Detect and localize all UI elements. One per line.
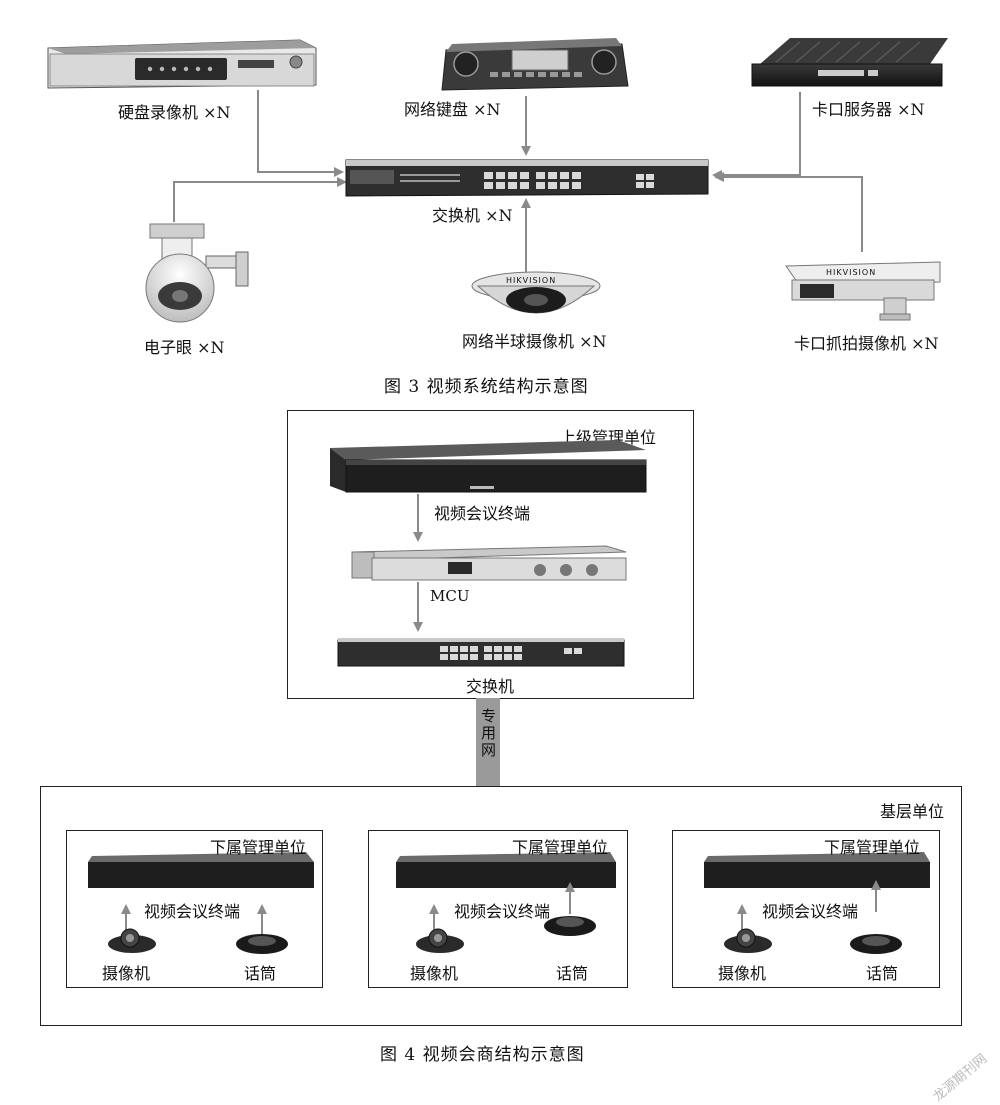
nvr-label: 硬盘录像机 ×N: [118, 103, 231, 122]
sub-unit-devices-1: [88, 852, 314, 954]
dome-camera-label: 网络半球摄像机 ×N: [462, 332, 607, 351]
fig4-caption: 图 4 视频会商结构示意图: [380, 1045, 585, 1065]
keyboard-label: 网络键盘 ×N: [404, 100, 501, 119]
sub-unit-mic-1: 话筒: [244, 964, 277, 983]
sub-unit-terminal-1: 视频会议终端: [144, 902, 241, 921]
connector-gateserver-switch: [712, 92, 801, 180]
sub-unit-camera-2: 摄像机: [410, 964, 459, 983]
sub-unit-devices-2: [396, 852, 616, 953]
mcu-device: [351, 545, 627, 581]
fig4-diagram: [88, 440, 930, 954]
sub-unit-terminal-3: 视频会议终端: [762, 902, 859, 921]
mcu-label: MCU: [430, 587, 470, 605]
ptz-camera-label: 电子眼 ×N: [144, 338, 225, 357]
upper-switch-device: [337, 638, 625, 667]
sub-unit-devices-3: [704, 852, 930, 954]
connector-nvr-switch: [257, 90, 344, 177]
base-unit-title: 基层单位: [880, 802, 945, 821]
upper-terminal-label: 视频会议终端: [434, 504, 531, 523]
gate-server-device: [751, 38, 948, 87]
connector-ptz-switch: [173, 177, 347, 222]
private-network-trunk: [476, 698, 500, 786]
dome-camera-device: [471, 271, 601, 314]
private-network-label: 专用网: [479, 708, 497, 759]
sub-unit-camera-1: 摄像机: [102, 964, 151, 983]
sub-unit-camera-3: 摄像机: [718, 964, 767, 983]
sub-unit-terminal-2: 视频会议终端: [454, 902, 551, 921]
gate-server-label: 卡口服务器 ×N: [812, 100, 925, 119]
dome-brand-logo: HIKVISION: [506, 276, 557, 285]
sub-unit-mic-3: 话筒: [866, 964, 899, 983]
sub-unit-mic-2: 话筒: [556, 964, 589, 983]
switch-device-fig3: [345, 159, 709, 197]
upper-switch-label: 交换机: [466, 677, 515, 696]
sub-unit-title-2: 下属管理单位: [512, 838, 609, 857]
ptz-camera-device: [145, 223, 249, 323]
sub-unit-title-1: 下属管理单位: [210, 838, 307, 857]
sub-unit-title-3: 下属管理单位: [824, 838, 921, 857]
fig3-diagram: [47, 38, 948, 323]
nvr-device: [47, 39, 317, 89]
upper-terminal-device: [330, 440, 647, 493]
keyboard-device: [441, 38, 629, 91]
gate-camera-device: [785, 261, 941, 321]
gate-camera-brand-logo: HIKVISION: [826, 268, 877, 277]
gate-camera-label: 卡口抓拍摄像机 ×N: [794, 334, 939, 353]
fig3-caption: 图 3 视频系统结构示意图: [384, 377, 589, 397]
connector-gatecam-switch: [714, 172, 863, 252]
switch-label-fig3: 交换机 ×N: [432, 206, 513, 225]
fig3-connectors: [173, 90, 863, 272]
